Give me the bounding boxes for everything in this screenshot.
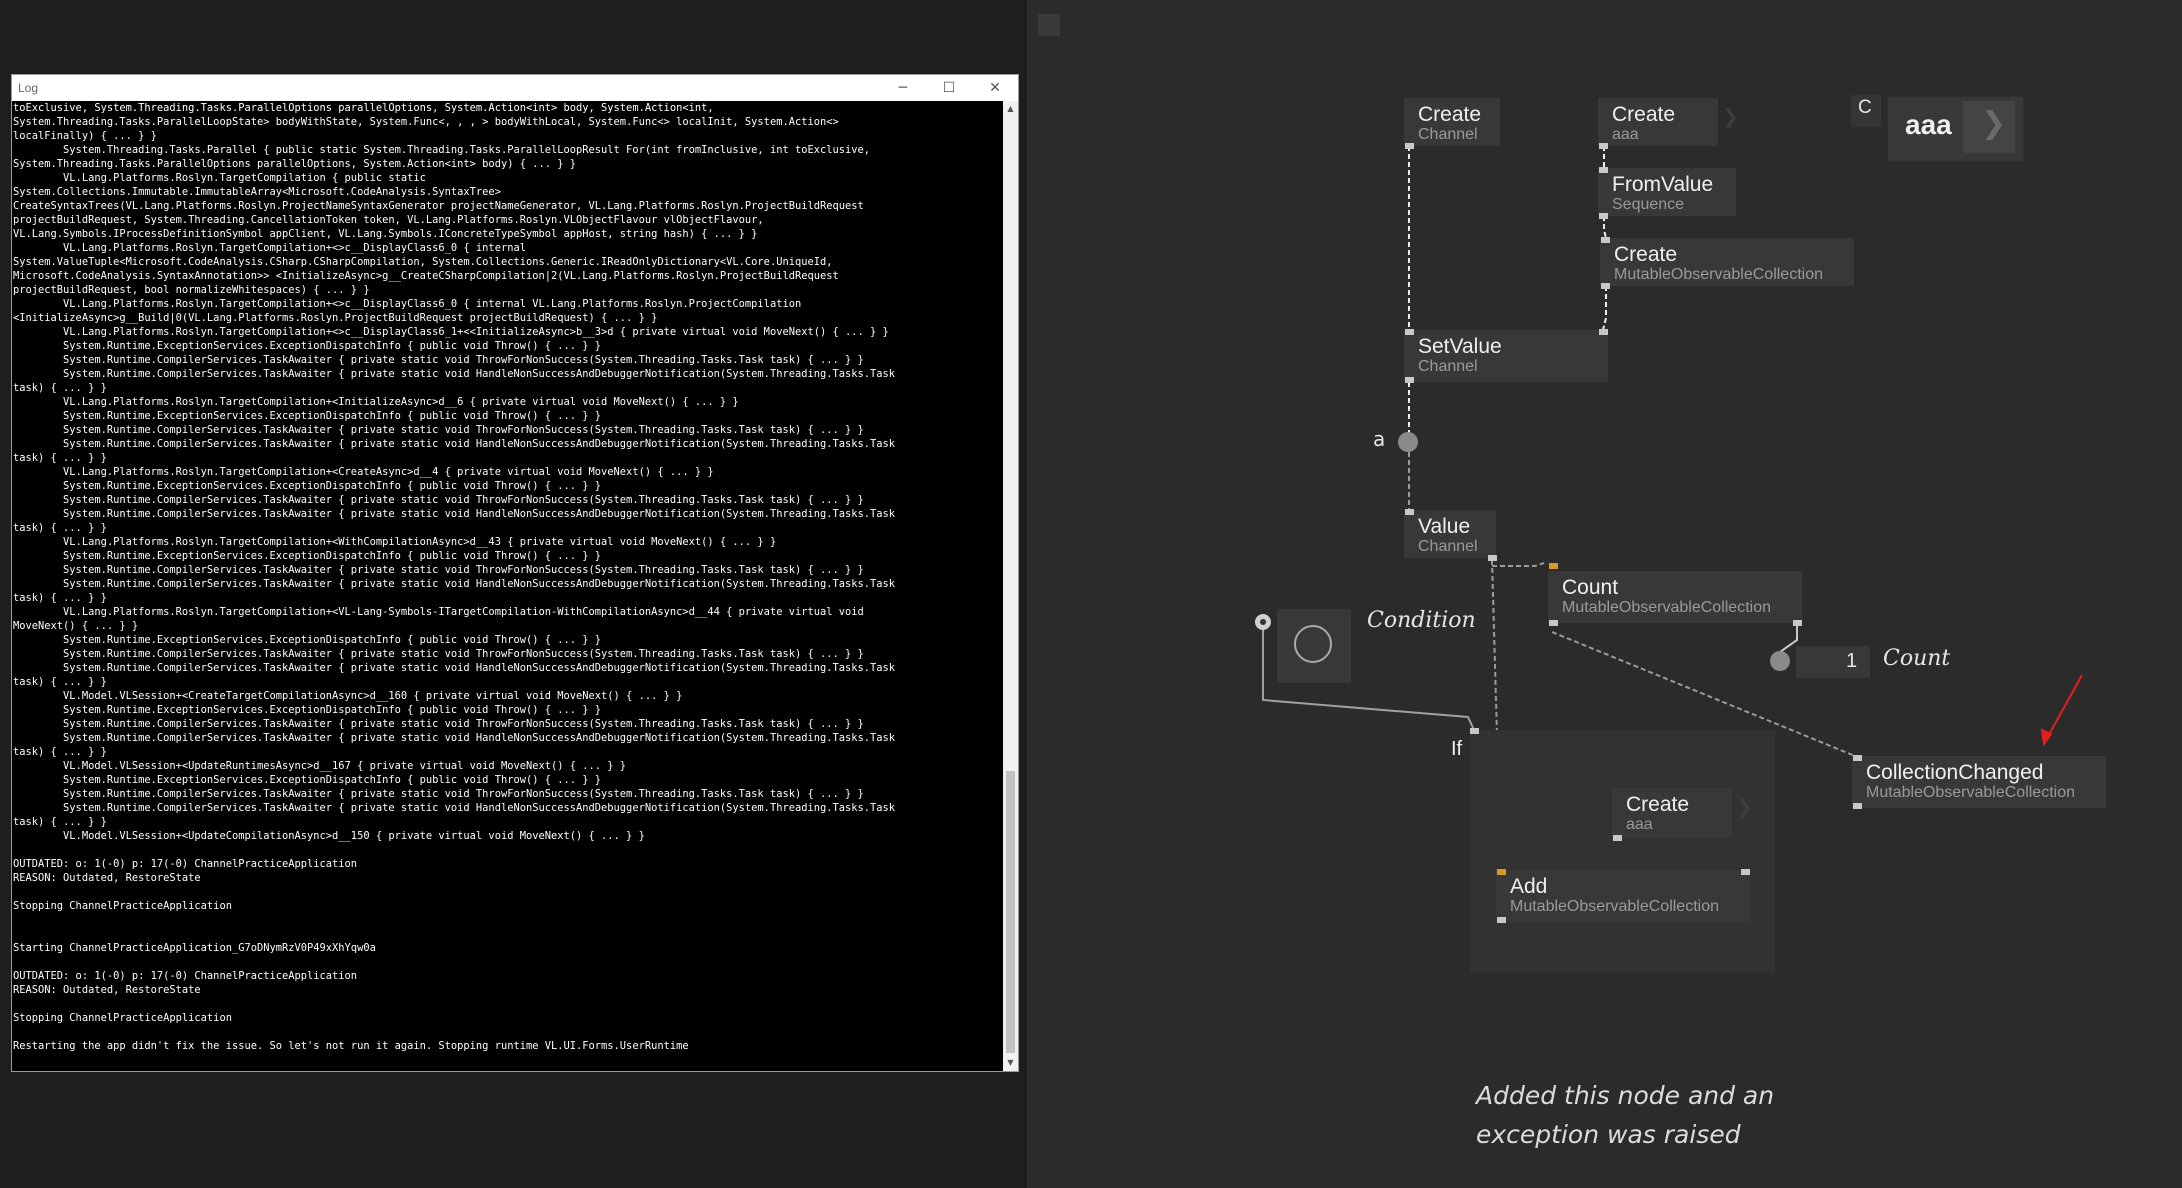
if-condition-pin[interactable] <box>1470 728 1479 734</box>
output-pin[interactable] <box>1613 835 1622 841</box>
input-pin[interactable] <box>1601 237 1610 243</box>
pad-a-label: a <box>1373 427 1386 451</box>
count-iobox[interactable] <box>1796 646 1870 678</box>
output-pin-collection[interactable] <box>1549 620 1558 626</box>
node-create-mutable-observable-collection[interactable]: Create MutableObservableCollection <box>1600 237 1854 289</box>
node-add[interactable]: Add MutableObservableCollection <box>1496 869 1750 923</box>
input-pin[interactable] <box>1853 755 1862 761</box>
wire-condition-to-if <box>1262 624 1475 731</box>
input-pin-value[interactable] <box>1599 329 1608 335</box>
count-iobox-label: Count <box>1883 646 1951 671</box>
node-subtitle: Sequence <box>1612 196 1685 213</box>
count-iobox-pin-dot[interactable] <box>1770 651 1790 671</box>
condition-label: Condition <box>1367 608 1476 633</box>
node-subtitle: aaa <box>1612 126 1639 143</box>
wire-fromvalue-to-create-moc <box>1603 216 1607 239</box>
node-collection-changed[interactable]: CollectionChanged MutableObservableColle… <box>1852 755 2106 809</box>
input-pin[interactable] <box>1405 509 1414 515</box>
type-badge-c[interactable] <box>1851 95 1881 127</box>
if-region[interactable] <box>1470 730 1775 973</box>
type-badge-c-label: C <box>1858 97 1872 118</box>
output-pin[interactable] <box>1599 143 1608 149</box>
node-title: FromValue <box>1612 173 1714 196</box>
pad-a-dot[interactable] <box>1398 432 1418 452</box>
type-aaa-expand-button[interactable] <box>1963 101 2015 153</box>
close-icon: ✕ <box>989 80 1001 96</box>
output-pin[interactable] <box>1599 213 1608 219</box>
red-annotation-arrowhead <box>2040 728 2053 747</box>
node-title: Create <box>1626 793 1690 816</box>
node-subtitle: MutableObservableCollection <box>1614 266 1823 283</box>
condition-toggle-circle-icon <box>1294 625 1332 663</box>
node-subtitle: MutableObservableCollection <box>1866 784 2075 801</box>
node-create-aaa[interactable]: Create aaa <box>1598 98 1718 149</box>
node-subtitle: Channel <box>1418 126 1478 143</box>
input-pin-channel[interactable] <box>1405 329 1414 335</box>
node-value[interactable]: Value Channel <box>1404 509 1497 561</box>
node-create-aaa-inner[interactable]: Create aaa <box>1612 788 1732 841</box>
node-title: CollectionChanged <box>1866 761 2044 784</box>
node-title: Add <box>1510 875 1548 898</box>
node-title: Create <box>1418 103 1482 126</box>
node-set-value[interactable]: SetValue Channel <box>1404 329 1608 383</box>
log-window-title: Log <box>18 81 39 95</box>
scroll-down-arrow-icon[interactable]: ▼ <box>1007 1058 1014 1067</box>
red-annotation-arrow <box>2045 674 2083 741</box>
output-pin[interactable] <box>1488 555 1497 561</box>
log-text-area[interactable]: toExclusive, System.Threading.Tasks.Para… <box>12 101 1004 1071</box>
chevron-right-icon: ❯ <box>1981 106 2007 141</box>
type-aaa-label: aaa <box>1905 109 1952 140</box>
input-pin[interactable] <box>1599 167 1608 173</box>
input-pin[interactable] <box>1549 563 1558 569</box>
chevron-right-icon: ❯ <box>1722 104 1739 128</box>
node-title: Create <box>1612 103 1676 126</box>
node-title: Count <box>1562 576 1619 599</box>
minimize-button[interactable]: ─ <box>880 75 926 101</box>
log-text: toExclusive, System.Threading.Tasks.Para… <box>13 102 896 1052</box>
patch-menu-square-icon[interactable] <box>1038 14 1060 36</box>
output-pin[interactable] <box>1497 917 1506 923</box>
log-scrollbar[interactable]: ▲ ▼ <box>1003 101 1018 1071</box>
maximize-icon: ☐ <box>942 80 956 96</box>
chevron-right-icon: ❯ <box>1736 795 1753 819</box>
scrollbar-thumb[interactable] <box>1006 771 1015 1053</box>
output-pin-count[interactable] <box>1793 620 1802 626</box>
wire-count-to-collectionchanged <box>1551 631 1856 757</box>
input-pin-item[interactable] <box>1741 869 1750 875</box>
output-pin[interactable] <box>1601 283 1610 289</box>
node-count[interactable]: Count MutableObservableCollection <box>1548 563 1802 626</box>
condition-pin-dot-inner <box>1260 619 1266 625</box>
close-button[interactable]: ✕ <box>972 75 1018 101</box>
node-subtitle: Channel <box>1418 538 1478 555</box>
node-subtitle: aaa <box>1626 816 1653 833</box>
node-title: Value <box>1418 515 1471 538</box>
annotation-caption: Added this node and an exception was rai… <box>1476 1081 1775 1149</box>
output-pin[interactable] <box>1405 143 1414 149</box>
scroll-up-arrow-icon[interactable]: ▲ <box>1007 104 1014 113</box>
input-pin-collection[interactable] <box>1497 869 1506 875</box>
node-subtitle: MutableObservableCollection <box>1562 599 1771 616</box>
if-region-label: If <box>1451 738 1463 760</box>
wire-create-moc-to-setvalue <box>1602 286 1607 331</box>
node-create-channel[interactable]: Create Channel <box>1404 98 1500 149</box>
log-window-titlebar[interactable]: Log ─ ☐ ✕ <box>12 75 1018 101</box>
output-pin[interactable] <box>1405 377 1414 383</box>
node-subtitle: Channel <box>1418 358 1478 375</box>
minimize-icon: ─ <box>898 80 908 96</box>
wire-value-to-count <box>1491 558 1545 567</box>
node-title: Create <box>1614 243 1678 266</box>
node-subtitle: MutableObservableCollection <box>1510 898 1719 915</box>
node-from-value[interactable]: FromValue Sequence <box>1598 167 1736 219</box>
node-title: SetValue <box>1418 335 1502 358</box>
count-iobox-value: 1 <box>1846 650 1858 672</box>
output-pin[interactable] <box>1853 803 1862 809</box>
maximize-button[interactable]: ☐ <box>926 75 972 101</box>
log-window: Log ─ ☐ ✕ toExclusive, System.Threading.… <box>11 74 1019 1072</box>
